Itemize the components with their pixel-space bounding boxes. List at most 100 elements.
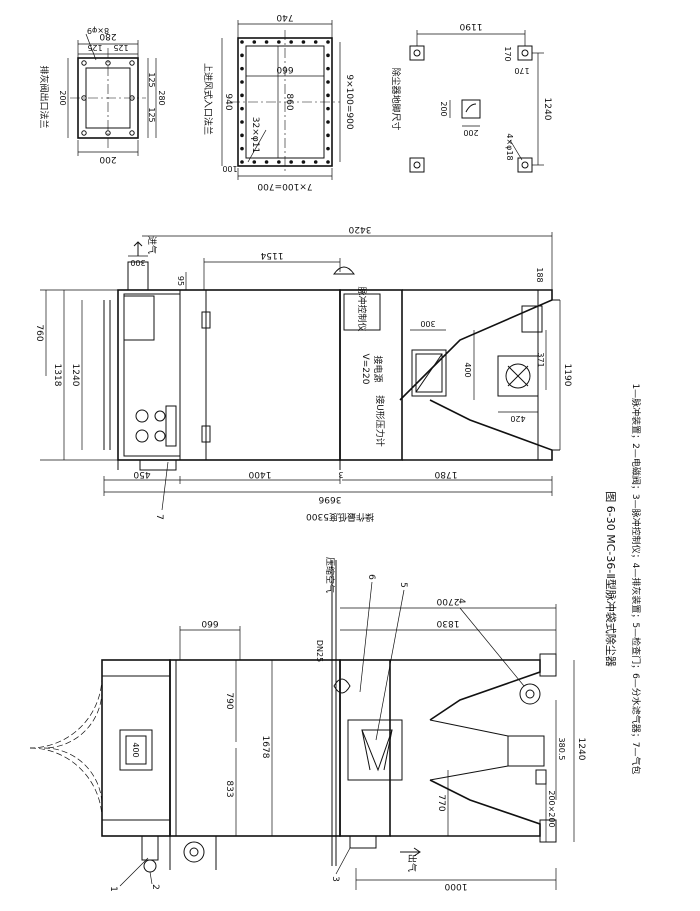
side-dim-300: 300 <box>130 258 145 267</box>
front-dim-1830: 1830 <box>436 618 459 628</box>
side-dim-300b: 300 <box>420 319 435 328</box>
front-callout-5: 5 <box>398 582 408 588</box>
bolt-hole <box>301 160 306 164</box>
figure-caption-legend: 1—脉冲装置；2—电磁阀；3—脉冲控制仪；4—排灰装置；5—检查门；6—分水滤气… <box>630 383 642 774</box>
inlet-flange-bolt-holes <box>240 40 330 164</box>
inlet-flange-holes: 32×φ11 <box>250 117 260 153</box>
side-dim-3420: 3420 <box>348 224 371 234</box>
bolt-hole <box>240 66 244 71</box>
outlet-flange-dim-125-r2: 125 <box>147 107 156 122</box>
front-callout-1: 1 <box>108 886 118 892</box>
footprint-dim-200h: 200 <box>463 128 478 137</box>
front-dim-200x200: 200×200 <box>547 790 556 827</box>
front-dim-1000: 1000 <box>444 881 467 891</box>
inlet-flange-dim-7x100: 7×100=700 <box>257 181 312 191</box>
front-air-outlet-label: 出气 <box>406 854 418 872</box>
bolt-hole <box>326 80 330 84</box>
footprint-holes: 4×φ18 <box>505 133 514 160</box>
side-controller-label: 脉冲控制仪 <box>356 286 368 331</box>
bolt-hole <box>326 93 330 98</box>
bolt-hole <box>326 146 330 151</box>
bolt-hole <box>240 106 244 111</box>
front-dim-2700: 2700 <box>436 596 459 606</box>
side-dim-371: 371 <box>536 352 545 367</box>
side-dim-1240: 1240 <box>70 364 80 387</box>
side-dim-188: 188 <box>535 267 544 282</box>
footprint-dim-1190: 1190 <box>459 21 482 31</box>
inlet-flange-view <box>230 30 340 172</box>
side-dim-1318: 1318 <box>52 364 62 387</box>
bolt-hole <box>326 133 330 138</box>
figure-caption-title: 图 6-30 MC-36-Ⅱ型脉冲袋式除尘器 <box>604 491 618 666</box>
inlet-flange-dims <box>221 20 341 180</box>
inlet-flange-dim-860: 860 <box>284 93 294 110</box>
front-dim-1678: 1678 <box>260 736 270 759</box>
side-dim-1400: 1400 <box>248 469 271 479</box>
front-dim-833: 833 <box>224 780 234 797</box>
side-manometer-label: 接U形压力计 <box>374 395 386 447</box>
outlet-flange-title: 排灰阀出口法兰 <box>38 65 50 128</box>
front-dim-660: 660 <box>201 618 218 628</box>
outlet-flange-dim-200-bottom: 200 <box>99 154 116 164</box>
front-view <box>29 560 575 890</box>
side-view <box>40 232 561 511</box>
inlet-flange-dim-9x100: 9×100=900 <box>344 74 354 129</box>
bolt-hole <box>240 40 244 44</box>
bolt-hole <box>240 160 244 164</box>
inlet-flange-dim-740: 740 <box>276 12 293 22</box>
front-callout-6: 6 <box>366 574 376 580</box>
front-dim-770: 770 <box>436 794 446 811</box>
bolt-hole <box>326 53 330 58</box>
side-air-inlet-label: 进气 <box>146 236 158 254</box>
side-dim-1154: 1154 <box>260 250 283 260</box>
bolt-hole <box>313 160 318 164</box>
side-dim-1190: 1190 <box>562 364 572 387</box>
side-dim-95: 95 <box>176 276 185 286</box>
side-callout-7: 7 <box>154 514 164 520</box>
bolt-hole <box>264 160 269 164</box>
bolt-hole <box>264 40 269 44</box>
outlet-flange-holes: 8×φ9 <box>87 26 109 35</box>
outlet-flange-dim-280-top: 280 <box>99 31 116 41</box>
bolt-hole <box>326 120 330 124</box>
side-dim-400: 400 <box>463 362 472 377</box>
front-door-dim-400: 400 <box>131 742 140 757</box>
bolt-hole <box>240 133 244 138</box>
bolt-hole <box>277 160 281 164</box>
bolt-hole <box>326 106 330 111</box>
side-power-label: 接电源 <box>372 355 384 382</box>
footprint-view <box>409 30 544 173</box>
side-voltage-label: V=220 <box>360 354 370 385</box>
footprint-title: 除尘器地脚尺寸 <box>390 67 402 130</box>
bolt-hole <box>240 146 244 151</box>
footprint-dim-1240: 1240 <box>542 98 552 121</box>
inlet-flange-dim-100: 100 <box>222 164 237 173</box>
side-dim-450: 450 <box>133 469 150 479</box>
side-dim-760: 760 <box>34 324 44 341</box>
inlet-flange-dim-660: 660 <box>276 64 293 74</box>
front-compressed-air-label: 压缩空气 <box>324 557 336 593</box>
front-dim-1240: 1240 <box>576 738 586 761</box>
front-dim-380-5: 380.5 <box>557 738 566 761</box>
side-dim-420: 420 <box>510 414 525 423</box>
outlet-flange-dim-125a: 125 <box>87 43 102 52</box>
side-dim-3696: 3696 <box>318 494 341 504</box>
inlet-flange-title: 上进风式入口法兰 <box>202 63 214 135</box>
bolt-hole <box>326 160 330 164</box>
bolt-hole <box>326 40 330 44</box>
bolt-hole <box>289 40 293 44</box>
bolt-hole <box>240 120 244 124</box>
bolt-hole <box>252 40 257 44</box>
bolt-hole <box>301 40 306 44</box>
bolt-hole <box>252 160 257 164</box>
outlet-flange-dim-200-left: 200 <box>58 90 67 105</box>
bolt-hole <box>240 93 244 98</box>
bolt-hole <box>313 40 318 44</box>
front-callout-2: 2 <box>150 884 160 890</box>
front-dn25-label: DN25 <box>315 640 324 662</box>
outlet-flange-view <box>67 33 157 156</box>
bolt-hole <box>326 66 330 71</box>
side-dim-3: 3 <box>338 470 343 479</box>
front-dim-790: 790 <box>224 692 234 709</box>
